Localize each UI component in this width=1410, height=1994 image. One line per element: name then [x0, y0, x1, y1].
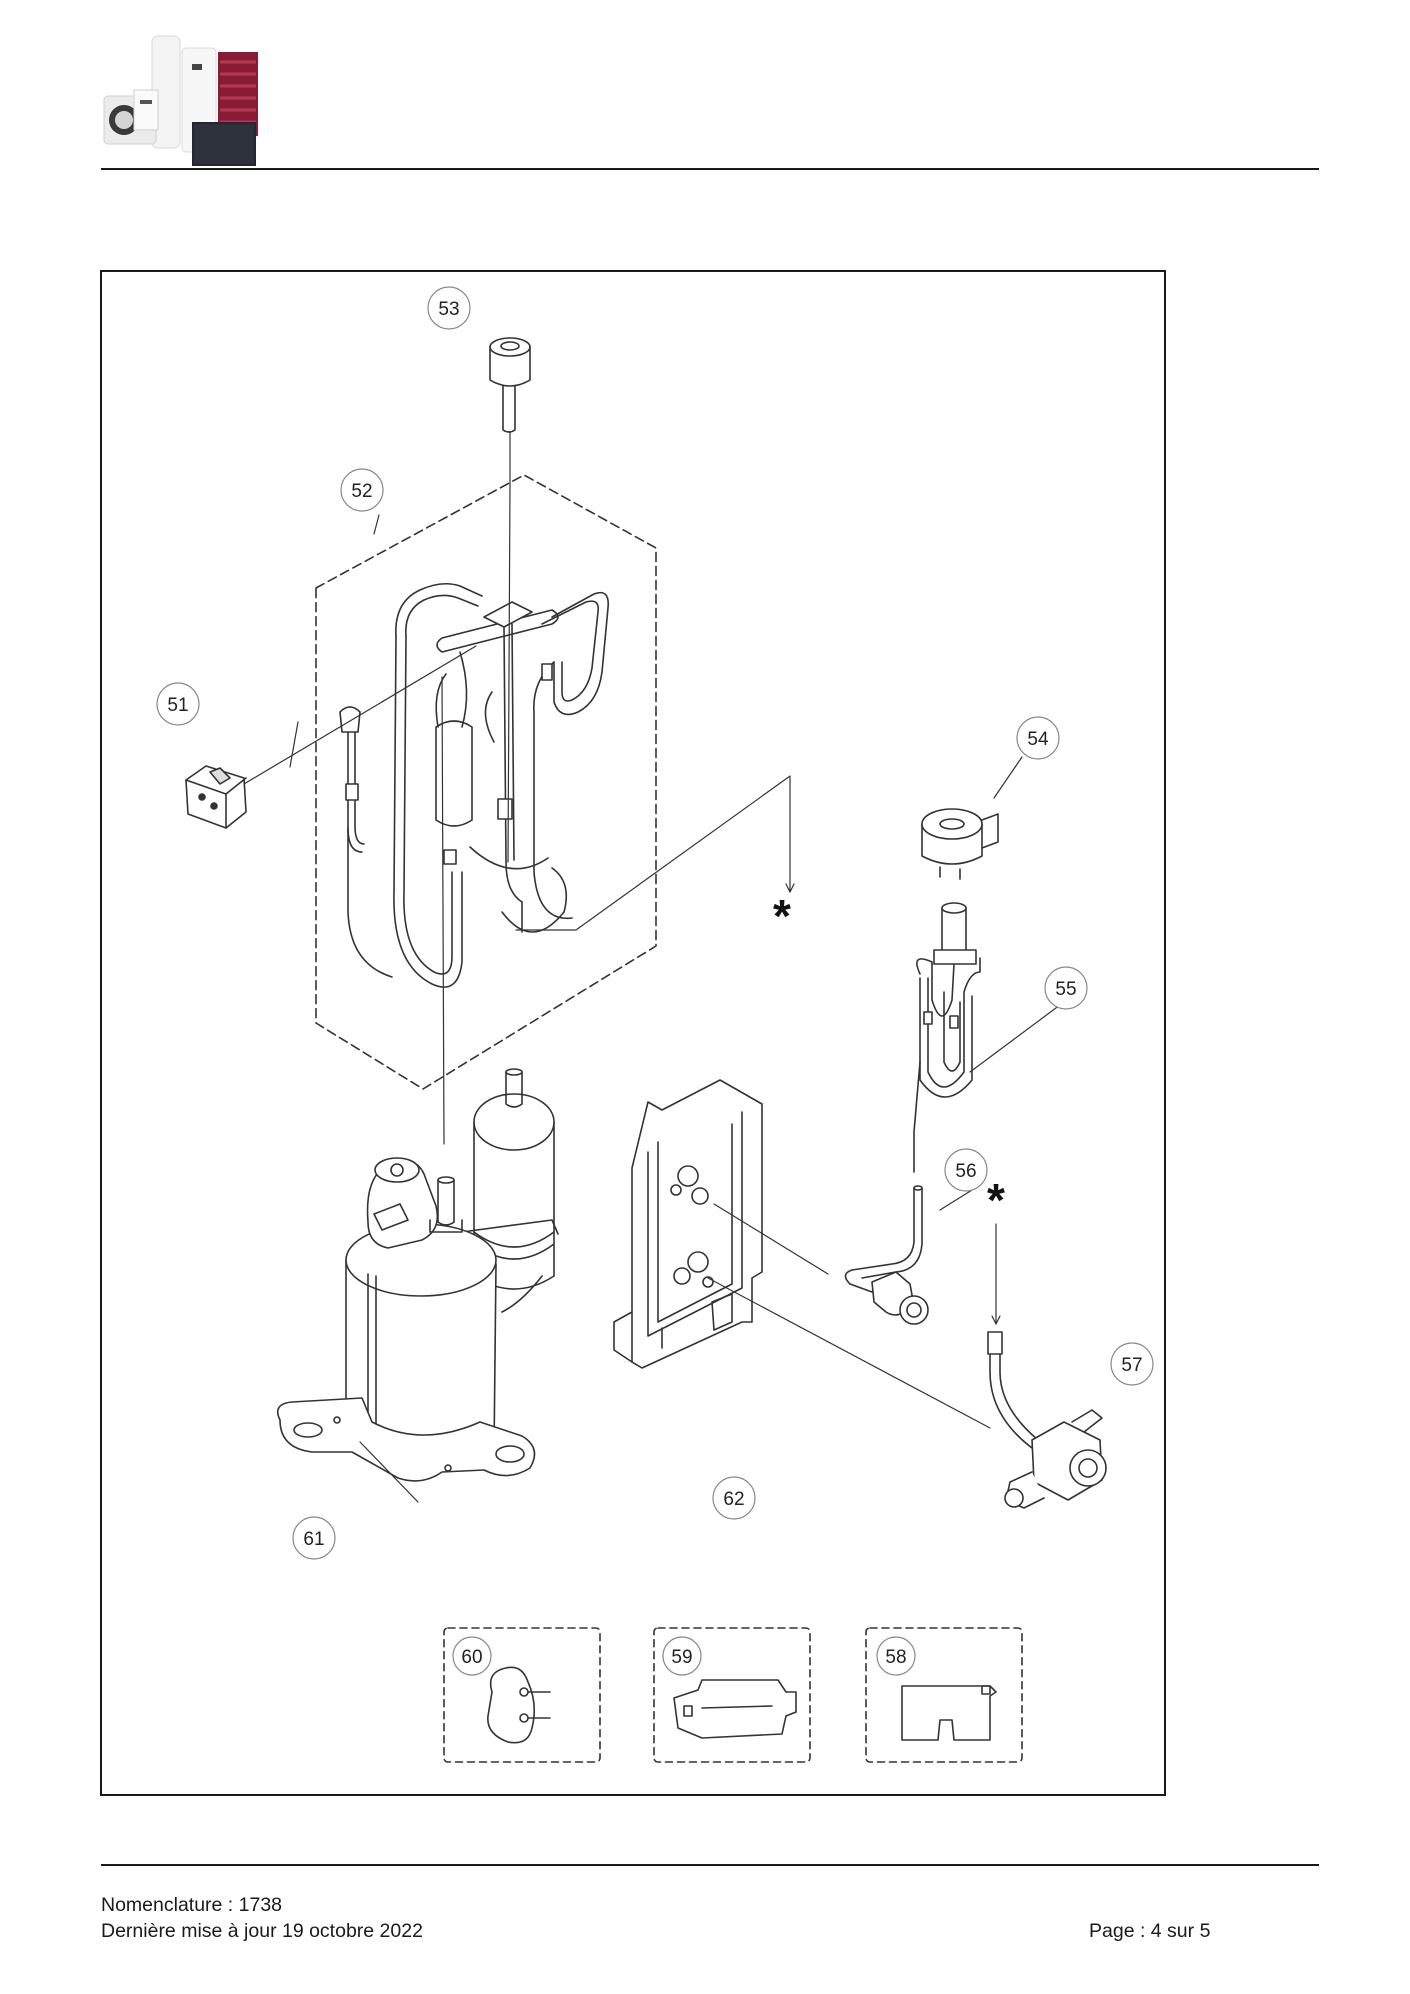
part-53-valve-cap: [489, 337, 531, 433]
callout-58: 58: [876, 1636, 916, 1676]
footer-info: Nomenclature : 1738 Dernière mise à jour…: [101, 1892, 423, 1944]
part-51-sensor-block: [185, 765, 247, 829]
part-58-gasket: [865, 1627, 1023, 1763]
callout-56: 56: [944, 1148, 988, 1192]
page-number: Page : 4 sur 5: [1089, 1920, 1211, 1942]
callout-57: 57: [1110, 1342, 1154, 1386]
svg-text:57: 57: [1121, 1355, 1142, 1376]
part-55-four-way-valve: [913, 902, 981, 1173]
svg-text:52: 52: [351, 481, 372, 502]
svg-text:60: 60: [461, 1647, 482, 1668]
leader-lines: [243, 431, 1065, 1503]
svg-text:61: 61: [303, 1529, 324, 1550]
part-61-compressor: [276, 1068, 559, 1482]
callout-52: 52: [340, 468, 384, 512]
callout-61: 61: [292, 1516, 336, 1560]
callout-55: 55: [1044, 966, 1088, 1010]
part-56-service-valve: [844, 1185, 929, 1325]
header-divider: [101, 168, 1319, 170]
svg-text:54: 54: [1027, 729, 1049, 750]
callout-60: 60: [452, 1636, 492, 1676]
footer-divider: [101, 1864, 1319, 1866]
svg-text:53: 53: [438, 299, 459, 320]
callout-62: 62: [712, 1476, 756, 1520]
callout-59: 59: [662, 1636, 702, 1676]
svg-text:58: 58: [885, 1647, 906, 1668]
callout-54: 54: [1016, 716, 1060, 760]
nomenclature-label: Nomenclature : 1738: [101, 1894, 283, 1916]
part-52-assembly-outline: [315, 474, 657, 1090]
last-update-label: Dernière mise à jour 19 octobre 2022: [101, 1920, 423, 1942]
part-62-mounting-bracket: [613, 1079, 763, 1369]
part-54-solenoid-coil: [921, 808, 999, 880]
part-60-gasket: [443, 1627, 601, 1763]
svg-text:55: 55: [1055, 979, 1076, 1000]
svg-text:51: 51: [167, 695, 188, 716]
svg-text:56: 56: [955, 1161, 976, 1182]
svg-text:62: 62: [723, 1489, 744, 1510]
part-59-gasket: [653, 1627, 811, 1763]
part-57-service-valve: [987, 1331, 1107, 1509]
connection-marker-upper: *: [773, 890, 791, 942]
callout-53: 53: [427, 286, 471, 330]
connection-marker-lower: *: [987, 1174, 1005, 1226]
callout-51: 51: [156, 682, 200, 726]
exploded-parts-diagram: * * 53 52 51 54 55: [100, 270, 1166, 1796]
svg-text:59: 59: [671, 1647, 692, 1668]
product-range-logo: [100, 30, 276, 170]
part-52-piping: [339, 582, 610, 988]
